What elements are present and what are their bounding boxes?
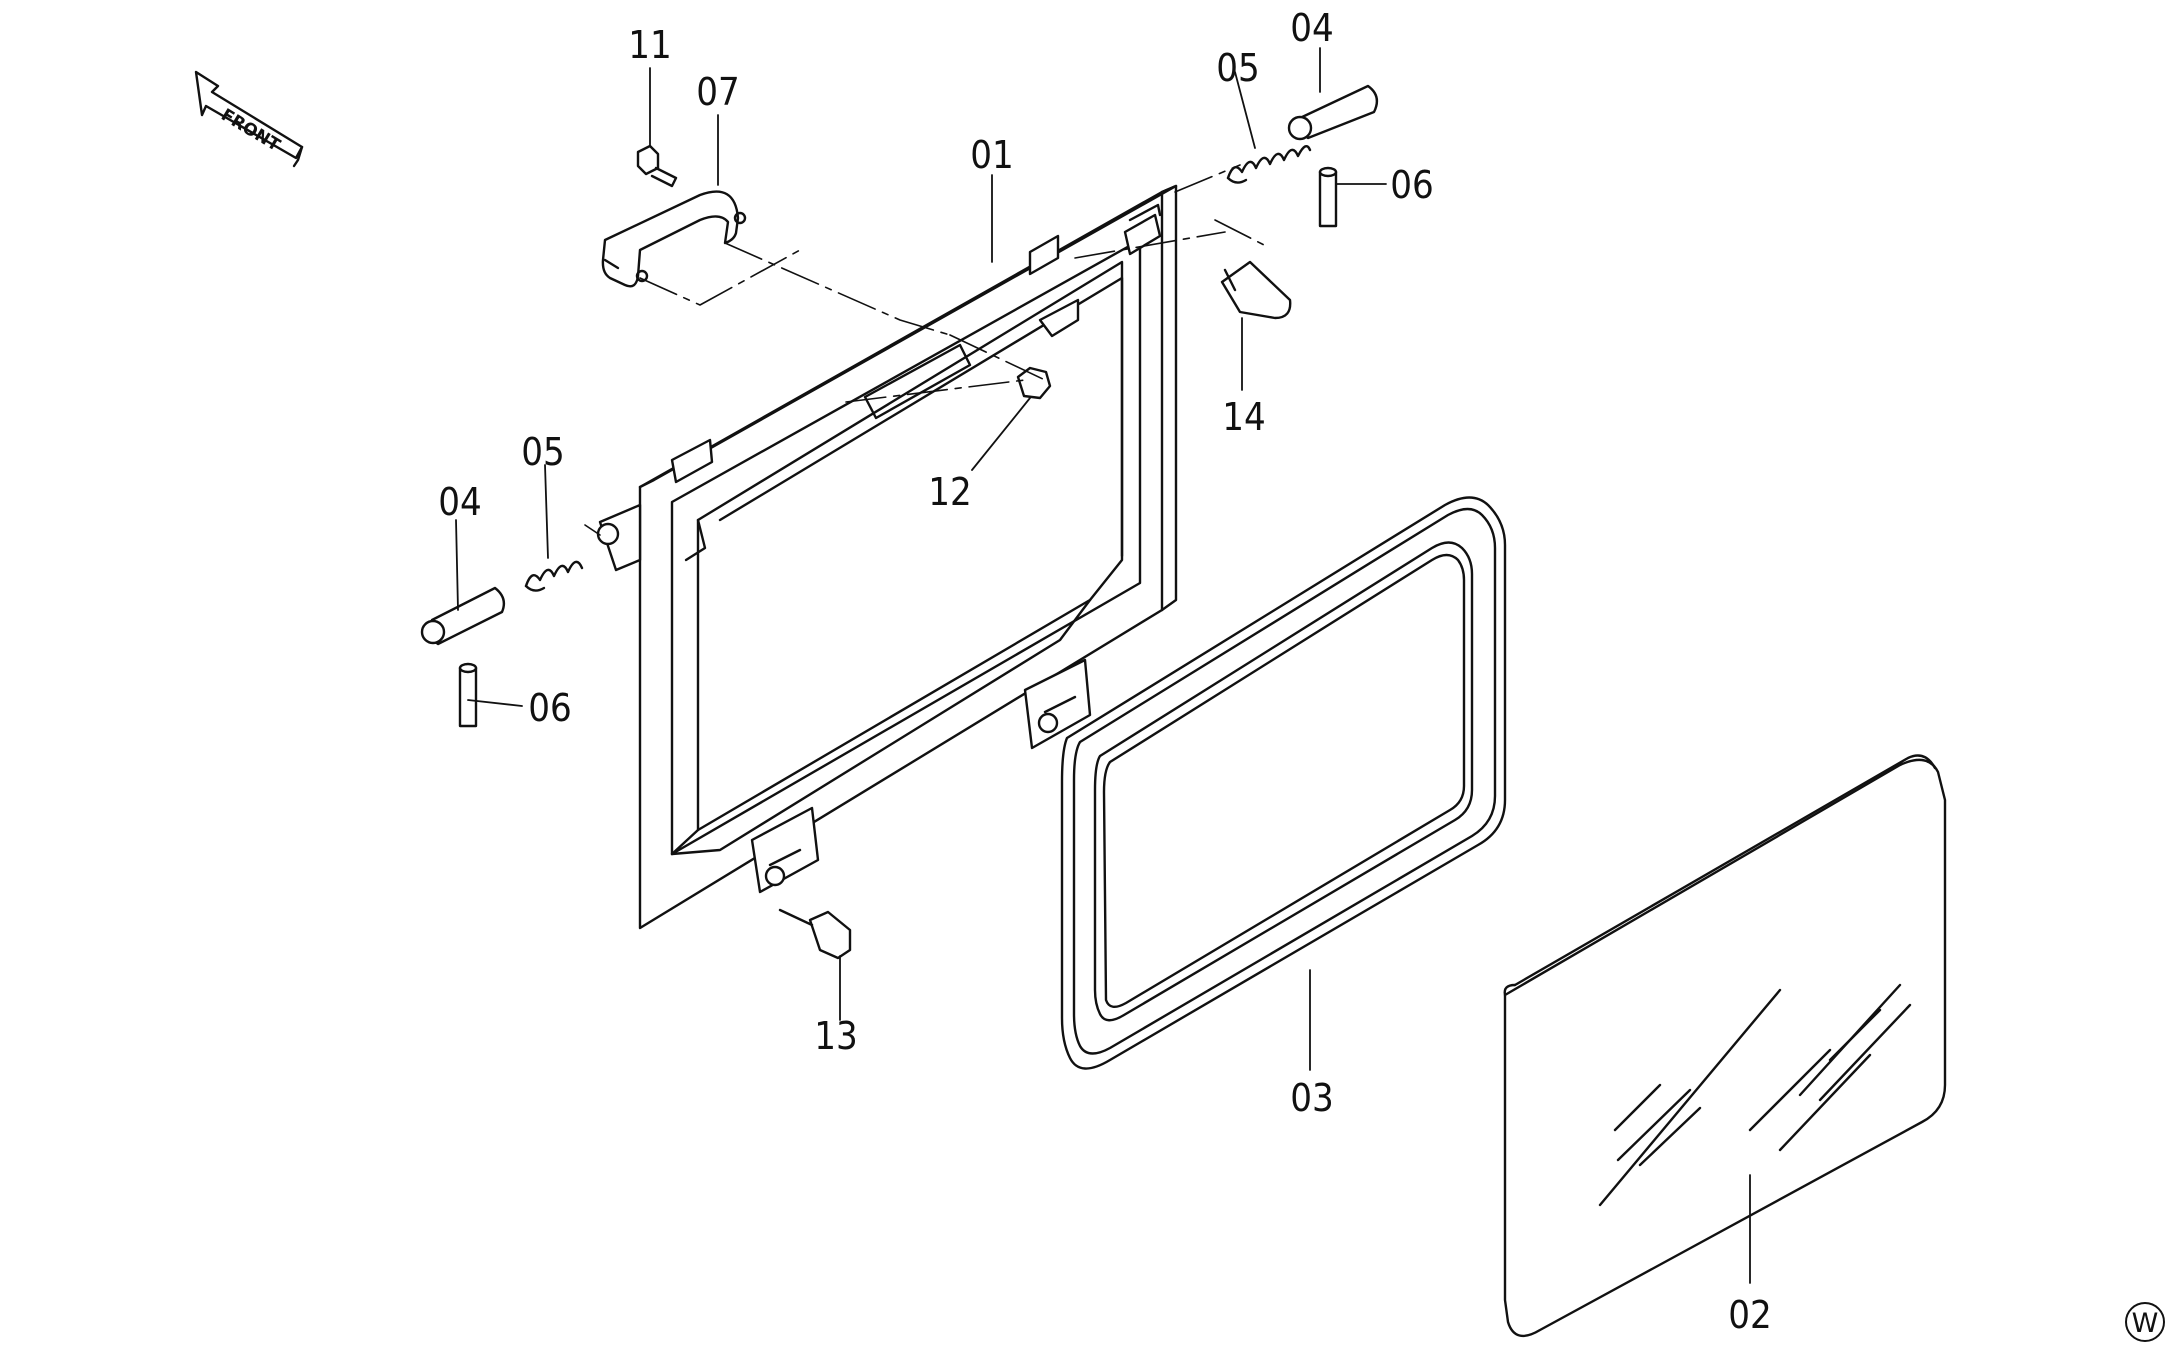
spring-05-left — [524, 560, 584, 592]
lower-hinge-left — [750, 806, 820, 894]
label-part-07: 07 — [696, 70, 740, 114]
front-arrow-icon: FRONT — [194, 70, 304, 168]
spring-05-top — [1226, 144, 1312, 184]
label-part-02: 02 — [1728, 1293, 1772, 1337]
label-part-14: 14 — [1222, 395, 1266, 439]
weather-seal-gasket — [1060, 496, 1507, 1070]
label-part-04-top: 04 — [1290, 6, 1334, 50]
label-part-03: 03 — [1290, 1076, 1334, 1120]
label-part-13: 13 — [814, 1014, 858, 1058]
label-part-06-top: 06 — [1390, 163, 1434, 207]
stopper-14 — [1220, 260, 1292, 320]
glass-pane — [1503, 754, 1947, 1338]
label-part-05-left: 05 — [521, 430, 565, 474]
screw-11 — [636, 144, 678, 188]
pin-04-top — [1287, 84, 1379, 141]
label-part-01: 01 — [970, 133, 1014, 177]
lower-hinge-right — [1023, 658, 1092, 750]
door-handle — [601, 190, 747, 288]
bolt-13 — [778, 908, 852, 960]
leader-lines — [455, 47, 1751, 1284]
corner-circle-mark: W — [2125, 1302, 2165, 1342]
pin-06-top — [1318, 166, 1338, 228]
label-part-12: 12 — [928, 470, 972, 514]
nut-12 — [1016, 366, 1052, 400]
pin-06-left — [458, 662, 478, 728]
assembly-lines — [584, 164, 1271, 536]
label-part-05-top: 05 — [1216, 46, 1260, 90]
label-part-04-left: 04 — [438, 480, 482, 524]
label-part-06-left: 06 — [528, 686, 572, 730]
pin-04-left — [420, 586, 506, 646]
label-part-11: 11 — [628, 23, 672, 67]
